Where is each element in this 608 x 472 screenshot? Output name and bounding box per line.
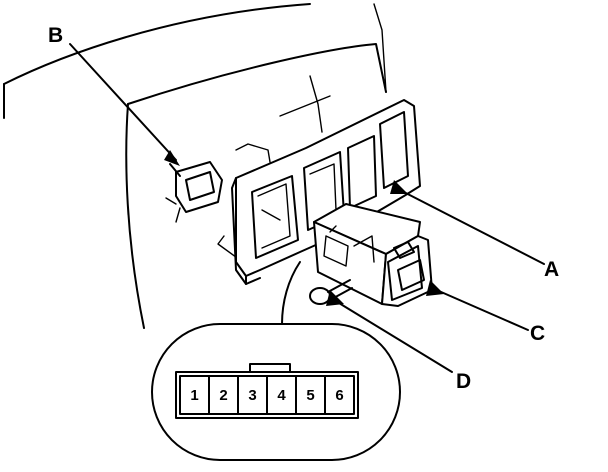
leader-line-connector-view xyxy=(281,261,301,325)
arrowhead-a xyxy=(390,180,408,194)
leader-lines xyxy=(69,43,545,373)
leader-line-d xyxy=(333,299,453,373)
dashboard-panel xyxy=(3,3,387,329)
leader-line-c xyxy=(431,287,529,331)
pin-1-label: 1 xyxy=(190,387,198,404)
connector-lock-tab xyxy=(249,363,291,373)
pin-2-label: 2 xyxy=(219,387,227,404)
arrowhead-d xyxy=(326,290,344,306)
leader-line-b xyxy=(69,43,177,161)
callout-a: A xyxy=(544,258,559,281)
callout-c: C xyxy=(530,322,545,345)
connector-face-view: 1 2 3 4 5 6 xyxy=(151,323,401,461)
callout-d: D xyxy=(456,370,471,393)
pin-3-label: 3 xyxy=(248,387,256,404)
arrowhead-c xyxy=(426,280,444,296)
leader-line-a xyxy=(395,187,545,265)
switch-assembly xyxy=(313,203,433,307)
connector-housing xyxy=(175,371,359,419)
connector-view-outline xyxy=(151,323,401,461)
arrowhead-b xyxy=(164,150,180,166)
callout-b: B xyxy=(48,24,63,47)
pin-6-label: 6 xyxy=(335,387,343,404)
connector-pin-cells xyxy=(179,375,355,415)
pin-4-label: 4 xyxy=(277,387,286,404)
harness-connector xyxy=(165,161,223,223)
pin-5-label: 5 xyxy=(306,387,314,404)
